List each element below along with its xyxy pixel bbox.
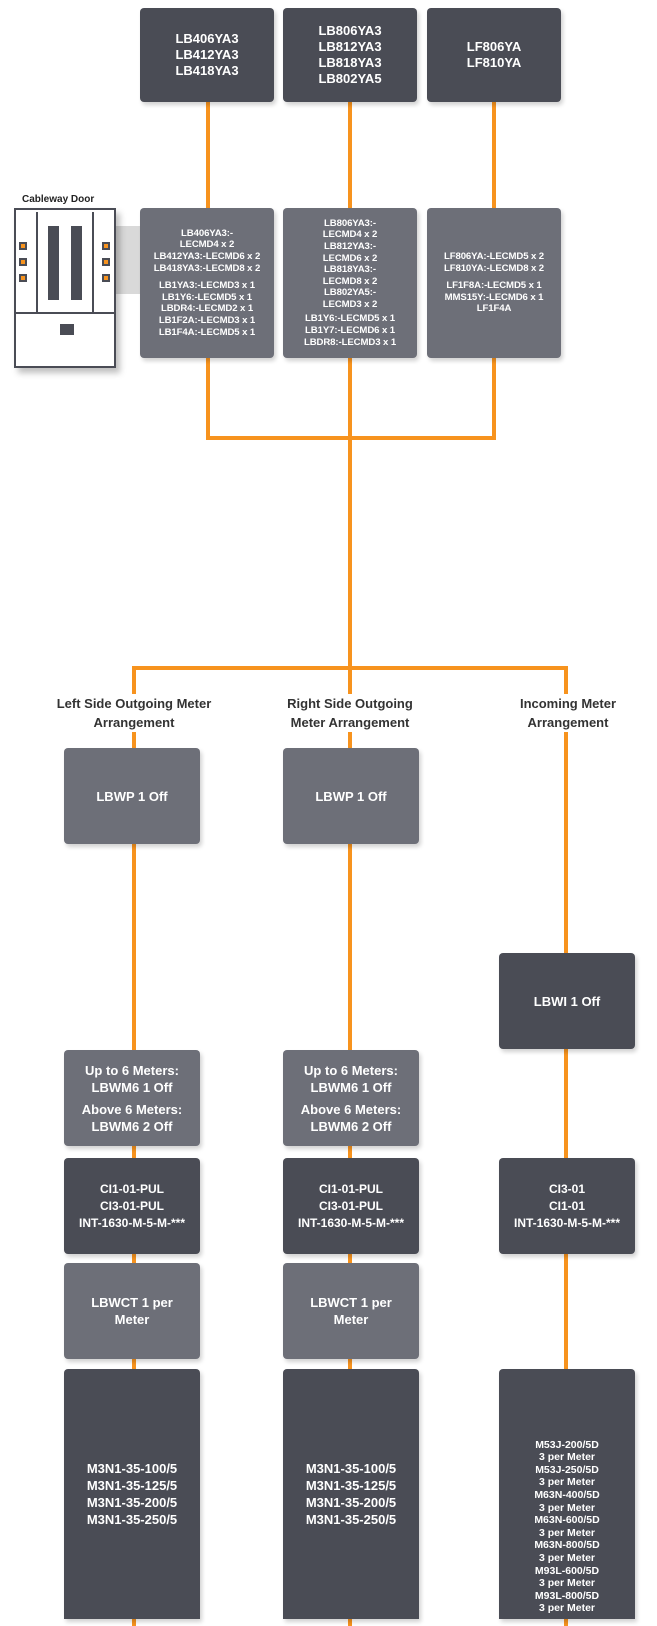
module-list-box: LB406YA3:- LECMD4 x 2 LB412YA3:-LECMD6 x…: [140, 208, 274, 358]
connector-line: [492, 100, 496, 210]
connector-line: [206, 356, 210, 438]
column-header: Left Side Outgoing Meter Arrangement: [54, 694, 214, 732]
meter-panel-box: Up to 6 Meters: LBWM6 1 Off Above 6 Mete…: [283, 1050, 419, 1146]
ct-box: LBWCT 1 per Meter: [64, 1263, 200, 1359]
meter-list-box: M3N1-35-100/5 M3N1-35-125/5 M3N1-35-200/…: [64, 1369, 200, 1619]
current-interface-box: CI1-01-PUL CI3-01-PUL INT-1630-M-5-M-***: [283, 1158, 419, 1254]
wall-panel-box: LBWP 1 Off: [283, 748, 419, 844]
product-range-box: LB406YA3 LB412YA3 LB418YA3: [140, 8, 274, 102]
connector-line: [348, 356, 352, 678]
ct-box: LBWCT 1 per Meter: [283, 1263, 419, 1359]
module-list-box: LB806YA3:- LECMD4 x 2 LB812YA3:- LECMD6 …: [283, 208, 417, 358]
connector-line: [348, 100, 352, 210]
connector-line: [206, 100, 210, 210]
cableway-door-icon: [14, 208, 116, 368]
wall-panel-box: LBWP 1 Off: [64, 748, 200, 844]
connector-line: [132, 666, 136, 1626]
product-range-box: LB806YA3 LB812YA3 LB818YA3 LB802YA5: [283, 8, 417, 102]
meter-panel-box: Up to 6 Meters: LBWM6 1 Off Above 6 Mete…: [64, 1050, 200, 1146]
cabinet-label: Cableway Door: [22, 194, 95, 205]
current-interface-box: CI3-01 CI1-01 INT-1630-M-5-M-***: [499, 1158, 635, 1254]
connector-line: [348, 666, 352, 1626]
current-interface-box: CI1-01-PUL CI3-01-PUL INT-1630-M-5-M-***: [64, 1158, 200, 1254]
meter-list-box: M3N1-35-100/5 M3N1-35-125/5 M3N1-35-200/…: [283, 1369, 419, 1619]
incoming-panel-box: LBWI 1 Off: [499, 953, 635, 1049]
product-range-box: LF806YA LF810YA: [427, 8, 561, 102]
connector-line: [492, 356, 496, 438]
column-header: Right Side Outgoing Meter Arrangement: [270, 694, 430, 732]
column-header: Incoming Meter Arrangement: [498, 694, 638, 732]
connector-line: [564, 666, 568, 1626]
meter-list-box: M53J-200/5D 3 per Meter M53J-250/5D 3 pe…: [499, 1369, 635, 1619]
module-list-box: LF806YA:-LECMD5 x 2 LF810YA:-LECMD8 x 2 …: [427, 208, 561, 358]
